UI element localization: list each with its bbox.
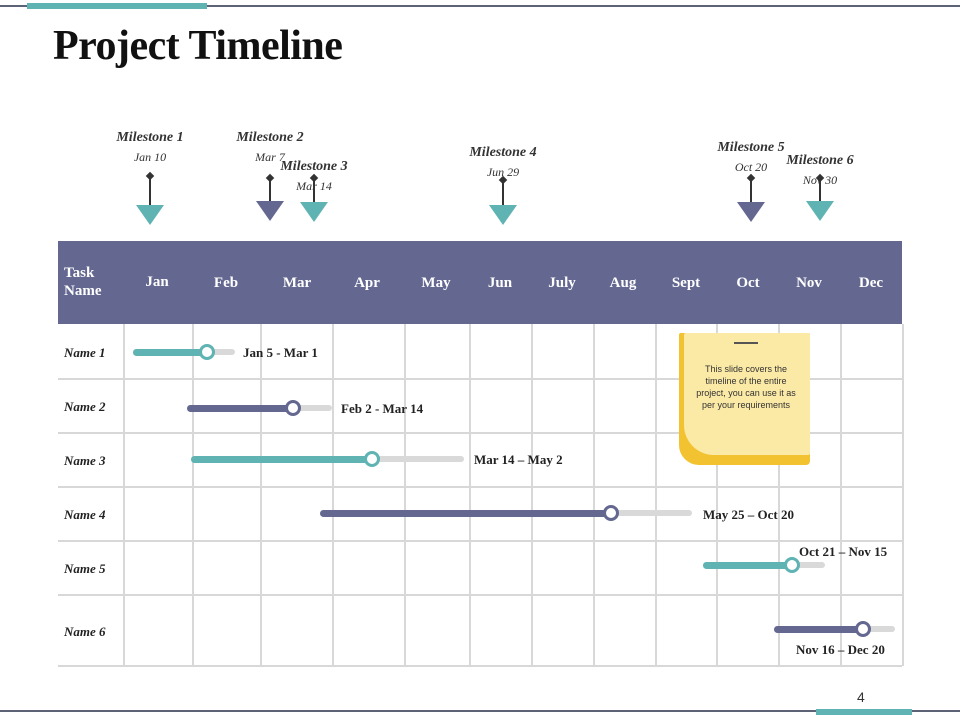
milestone-name: Milestone 6 xyxy=(786,153,854,168)
grid-column-line xyxy=(332,324,334,666)
milestone-stem xyxy=(819,178,821,201)
milestone-stem xyxy=(149,176,151,205)
task-name: Name 1 xyxy=(64,345,106,360)
progress-bar xyxy=(133,349,207,356)
task-name: Name 5 xyxy=(64,561,106,576)
month-header-mar: Mar xyxy=(282,275,312,291)
down-triangle-icon xyxy=(806,201,834,221)
grid-column-line xyxy=(469,324,471,666)
month-header-jan: Jan xyxy=(145,274,169,290)
milestone-date: Mar 7 xyxy=(255,150,285,164)
bottom-accent-bar xyxy=(816,709,912,715)
date-range-label: Oct 21 – Nov 15 xyxy=(799,544,888,559)
milestone-date: Jan 10 xyxy=(133,150,167,164)
grid-row-line xyxy=(58,432,902,434)
milestone-name: Milestone 5 xyxy=(717,140,785,155)
task-name: Name 3 xyxy=(64,453,106,468)
page-title: Project Timeline xyxy=(53,23,343,69)
progress-knob xyxy=(199,344,215,360)
grid-column-line xyxy=(778,324,780,666)
milestone-stem xyxy=(502,180,504,205)
milestone-name: Milestone 3 xyxy=(280,159,348,174)
progress-knob xyxy=(603,505,619,521)
grid-row-line xyxy=(58,594,902,596)
progress-knob xyxy=(784,557,800,573)
month-header-dec: Dec xyxy=(858,275,884,291)
grid-column-line xyxy=(260,324,262,666)
progress-bar xyxy=(187,405,293,412)
sticky-note-face xyxy=(684,333,810,455)
grid-column-line xyxy=(840,324,842,666)
table-header xyxy=(58,241,902,324)
progress-bar xyxy=(703,562,792,569)
grid-row-line xyxy=(58,665,902,667)
grid-column-line xyxy=(593,324,595,666)
grid-column-line xyxy=(902,324,904,666)
month-header-nov: Nov xyxy=(796,275,822,291)
milestone-date: Oct 20 xyxy=(734,160,768,174)
month-header-oct: Oct xyxy=(736,275,760,291)
grid-row-line xyxy=(58,486,902,488)
down-triangle-icon xyxy=(300,202,328,222)
grid-column-line xyxy=(192,324,194,666)
sticky-note-text: This slide covers the timeline of the en… xyxy=(696,364,796,410)
progress-knob xyxy=(285,400,301,416)
top-accent-bar xyxy=(27,3,207,9)
task-name: Name 4 xyxy=(64,507,106,522)
milestone-name: Milestone 2 xyxy=(236,130,304,145)
month-header-july: July xyxy=(548,275,576,291)
month-header-sept: Sept xyxy=(671,275,701,291)
progress-knob xyxy=(855,621,871,637)
task-name-header: Task Name xyxy=(64,265,102,299)
milestone-stem xyxy=(750,178,752,202)
down-triangle-icon xyxy=(256,201,284,221)
milestone-date: Jun 29 xyxy=(486,165,520,179)
grid-row-line xyxy=(58,540,902,542)
milestone-stem xyxy=(269,178,271,201)
milestone-name: Milestone 1 xyxy=(116,130,184,145)
down-triangle-icon xyxy=(136,205,164,225)
top-rule xyxy=(0,5,960,7)
grid-row-line xyxy=(58,378,902,380)
date-range-label: May 25 – Oct 20 xyxy=(703,507,794,522)
grid-column-line xyxy=(655,324,657,666)
month-header-apr: Apr xyxy=(354,275,380,291)
grid-column-line xyxy=(123,324,125,666)
progress-bar xyxy=(191,456,372,463)
sticky-note: This slide covers the timeline of the en… xyxy=(679,333,810,465)
page-number: 4 xyxy=(857,689,865,705)
date-range-label: Nov 16 – Dec 20 xyxy=(796,642,885,657)
milestone-stem xyxy=(313,178,315,202)
grid-column-line xyxy=(716,324,718,666)
month-header-jun: Jun xyxy=(487,275,513,291)
bottom-rule xyxy=(0,710,960,712)
grid-column-line xyxy=(404,324,406,666)
down-triangle-icon xyxy=(489,205,517,225)
progress-knob xyxy=(364,451,380,467)
grid-column-line xyxy=(531,324,533,666)
progress-bar xyxy=(320,510,611,517)
down-triangle-icon xyxy=(737,202,765,222)
month-header-aug: Aug xyxy=(609,275,637,291)
milestone-name: Milestone 4 xyxy=(469,145,537,160)
date-range-label: Mar 14 – May 2 xyxy=(474,452,563,467)
date-range-label: Feb 2 - Mar 14 xyxy=(341,401,424,416)
sticky-note-dash xyxy=(734,342,758,344)
task-name: Name 2 xyxy=(64,399,106,414)
month-header-feb: Feb xyxy=(213,275,239,291)
date-range-label: Jan 5 - Mar 1 xyxy=(243,345,318,360)
task-name: Name 6 xyxy=(64,624,106,639)
month-header-may: May xyxy=(421,275,451,291)
progress-bar xyxy=(774,626,863,633)
